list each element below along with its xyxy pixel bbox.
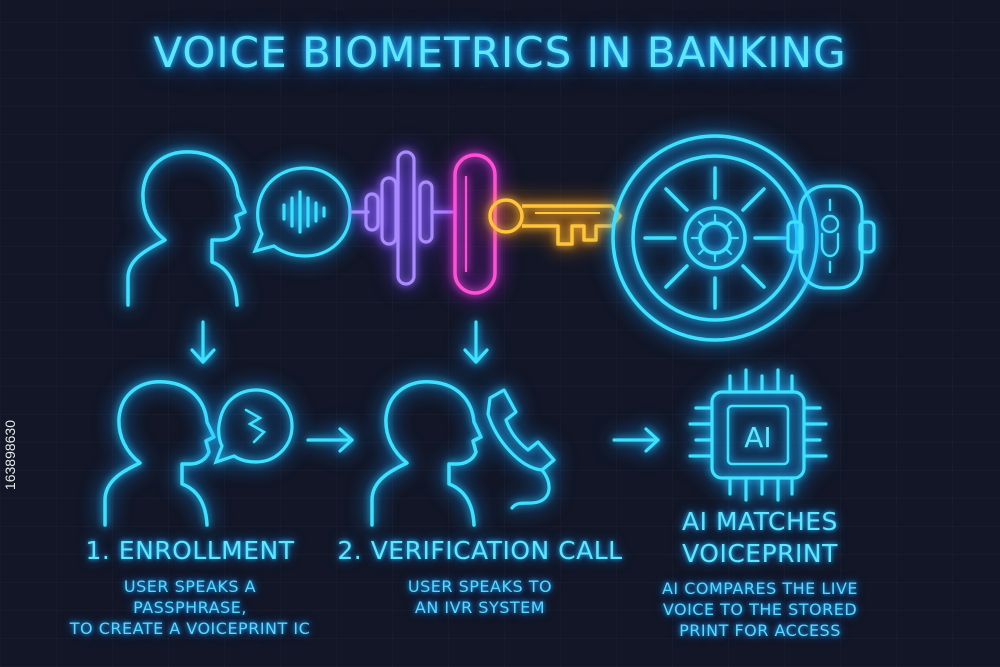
right-arrow-icon [612,427,660,453]
page-title: VOICE BIOMETRICS IN BANKING [153,28,847,77]
key-bow-icon [453,153,497,295]
step-2-title: 2. VERIFICATION CALL [337,536,623,565]
speaking-head-icon [126,150,247,307]
speech-bubble-icon [213,388,294,465]
phone-handset-icon [486,388,556,510]
step-2-desc-line: AN IVR SYSTEM [414,598,546,617]
right-arrow-icon [306,427,354,453]
step-3-desc-line: PRINT FOR ACCESS [679,621,841,640]
step-3-desc-line: AI COMPARES THE LIVE [661,579,859,598]
step-1-desc-line: TO CREATE A VOICEPRINT IC [69,619,311,638]
step-1-desc-line: PASSPHRASE, [133,598,247,617]
step-3-title-line: VOICEPRINT [682,539,838,568]
ai-chip-label: AI [744,421,771,454]
step-2-description: USER SPEAKS TO AN IVR SYSTEM [350,576,610,618]
step-3-title-line: AI MATCHES [682,507,838,536]
key-icon [488,198,622,246]
watermark-id: 163898630 [2,420,18,491]
lock-badge-icon [786,184,876,290]
step-3-title: AI MATCHES VOICEPRINT [640,506,880,570]
speaking-head-icon [370,380,483,527]
speech-bubble-waveform-icon [252,166,352,258]
step-3-description: AI COMPARES THE LIVE VOICE TO THE STORED… [640,578,880,641]
step-1-desc-line: USER SPEAKS A [123,577,257,596]
vault-dial-icon [611,134,819,342]
step-3-desc-line: VOICE TO THE STORED [662,600,858,619]
sound-wave-icon [350,150,454,286]
speaking-head-icon [103,380,216,527]
ai-chip-icon [688,368,828,502]
step-2-desc-line: USER SPEAKS TO [407,577,553,596]
step-1-title: 1. ENROLLMENT [85,536,295,565]
down-arrow-icon [190,320,216,364]
step-1-description: USER SPEAKS A PASSPHRASE, TO CREATE A VO… [40,576,340,639]
down-arrow-icon [463,320,489,364]
